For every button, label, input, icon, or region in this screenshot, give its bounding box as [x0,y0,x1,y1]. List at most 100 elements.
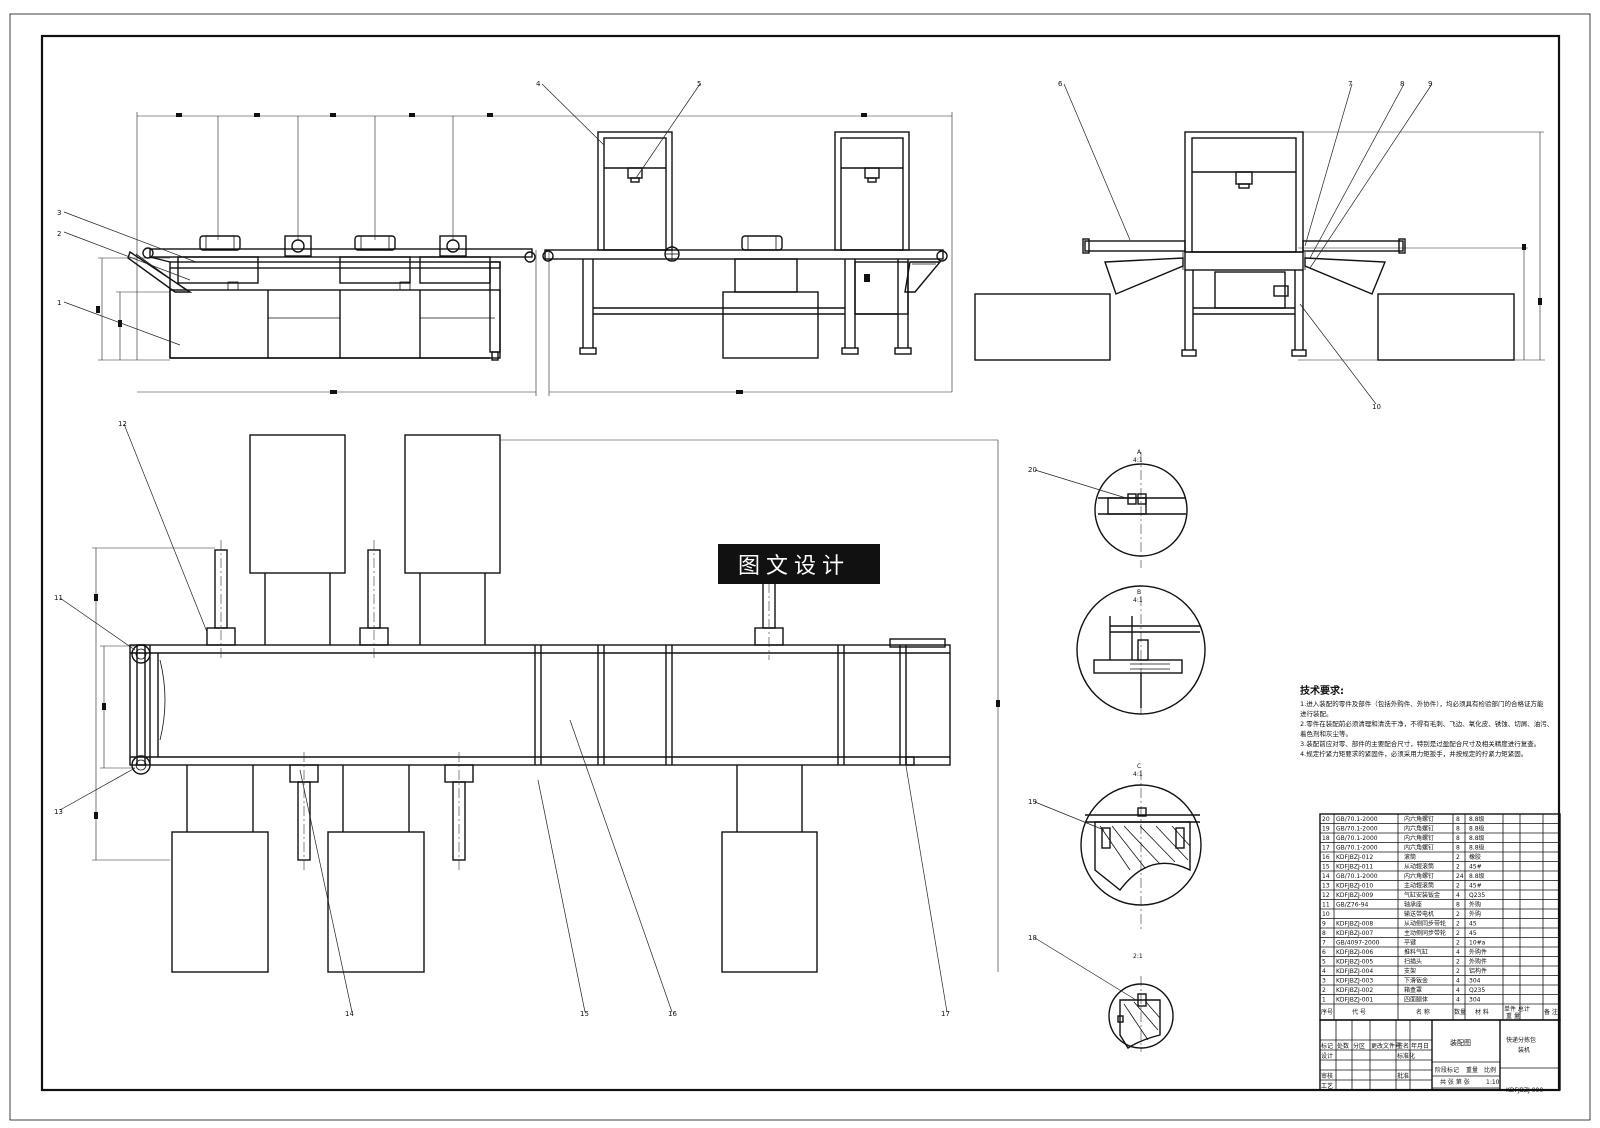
product-name-line-1: 快递分拣包 [1506,1036,1536,1044]
bom-row-code: KDFJBZJ-005 [1336,959,1373,966]
bom-row-name: 输送带电机 [1404,910,1434,918]
balloon-15: 15 [580,1010,589,1018]
balloon-4: 4 [536,80,541,88]
revision-col-label: 标记 [1321,1042,1333,1050]
bom-row-qty: 8 [1456,902,1460,909]
revision-col-label: 签名 [1397,1042,1409,1050]
detail-d-scale: 2:1 [1133,953,1143,960]
label-stage: 阶段标记 [1435,1066,1459,1074]
bom-row-material: 45# [1469,864,1482,871]
bom-row-no: 11 [1322,902,1330,909]
bom-row-name: 滚筒 [1404,853,1416,861]
balloon-11: 11 [54,594,63,602]
bom-row-material: 铝构件 [1469,967,1487,975]
revision-col-label: 更改文件号 [1371,1042,1401,1050]
bom-row-material: 外购件 [1469,948,1487,956]
bom-row-material: 8.8级 [1469,825,1485,833]
bom-row-qty: 4 [1456,949,1460,956]
bom-row-name: 轴承座 [1404,901,1422,909]
balloon-3: 3 [57,209,61,217]
bom-row-qty: 4 [1456,987,1460,994]
revision-col-label: 分区 [1353,1042,1365,1050]
bom-row-no: 5 [1322,959,1326,966]
bom-row-qty: 8 [1456,826,1460,833]
bom-row-no: 10 [1322,911,1330,918]
watermark-text: 图文设计 [738,554,850,579]
top-view [59,423,1000,1013]
detail-a-scale: 4:1 [1133,457,1143,464]
balloon-13: 13 [54,808,63,816]
bom-row-name: 内六角螺钉 [1404,815,1434,823]
balloon-1: 1 [57,299,61,307]
bom-row-name: 平键 [1404,939,1416,947]
bom-row-no: 15 [1322,864,1330,871]
bom-row-material: 8.8级 [1469,844,1485,852]
side-view [974,83,1545,405]
bom-row-code: KDFJBZJ-011 [1336,864,1373,871]
label-weight: 重量 [1466,1066,1478,1074]
bom-row-code: KDFJBZJ-001 [1336,997,1373,1004]
bom-row-code: KDFJBZJ-010 [1336,883,1373,890]
bom-row-no: 16 [1322,854,1330,861]
bom-row-name: 从动侧同步带轮 [1404,920,1446,928]
balloon-16: 16 [668,1010,677,1018]
bom-row-material: 304 [1469,978,1481,985]
balloon-7: 7 [1348,80,1352,88]
bom-header-no: 序号 [1321,1008,1333,1016]
bom-row-material: 304 [1469,997,1481,1004]
balloon-19: 19 [1028,798,1037,806]
balloon-12: 12 [118,420,127,428]
bom-row-code: GB/70.1-2000 [1336,873,1378,880]
bom-row-name: 气缸安装钣金 [1404,891,1440,899]
bom-row-qty: 2 [1456,864,1460,871]
bom-row-no: 2 [1322,987,1326,994]
bom-row-code: KDFJBZJ-007 [1336,930,1373,937]
detail-b-letter: B [1137,589,1141,596]
watermark-box [718,544,880,584]
balloon-17: 17 [941,1010,950,1018]
bom-row-qty: 2 [1456,968,1460,975]
bom-row-material: 45 [1469,930,1477,937]
bom-row-name: 箱盒罩 [1404,986,1422,994]
bom-row-material: 45 [1469,921,1477,928]
balloon-9: 9 [1428,80,1432,88]
bom-row-qty: 8 [1456,816,1460,823]
bom-row-qty: 2 [1456,930,1460,937]
bom-row-no: 6 [1322,949,1326,956]
balloon-10: 10 [1372,403,1381,411]
bom-row-qty: 2 [1456,883,1460,890]
bom-row-name: 内六角螺钉 [1404,872,1434,880]
bom-header-qty: 数量 [1454,1008,1466,1016]
product-name-line-2: 装机 [1518,1046,1530,1054]
detail-b-scale: 4:1 [1133,597,1143,604]
bom-row-material: 外购件 [1469,958,1487,966]
detail-d [1034,937,1174,1052]
label-process: 工艺 [1321,1082,1333,1090]
tech-note-line-6: 4.规定拧紧力矩要求的紧固件，必须采用力矩扳手，并按规定的拧紧力矩紧固。 [1300,749,1527,758]
bom-row-material: Q235 [1469,892,1485,899]
bom-header-weight: 单件 总计 [1504,1005,1530,1013]
bom-row-material: Q235 [1469,987,1485,994]
bom-row-material: 外购 [1469,910,1481,918]
bom-row-name: 内六角螺钉 [1404,825,1434,833]
bom-row-code: GB/70.1-2000 [1336,816,1378,823]
detail-b [1076,585,1206,715]
label-design: 设计 [1321,1052,1333,1060]
bom-row-qty: 8 [1456,845,1460,852]
bom-row-material: 橡胶 [1469,853,1481,861]
label-scale: 比例 [1484,1066,1496,1074]
bom-row-name: 内六角螺钉 [1404,844,1434,852]
bom-row-code: GB/70.1-2000 [1336,826,1378,833]
bom-row-no: 9 [1322,921,1326,928]
bom-row-code: KDFJBZJ-012 [1336,854,1373,861]
balloon-18: 18 [1028,934,1037,942]
label-approve: 批准 [1397,1072,1409,1080]
bom-row-name: 支架 [1404,967,1416,975]
bom-row-no: 20 [1322,816,1330,823]
revision-col-label: 处数 [1337,1042,1349,1050]
balloon-6: 6 [1058,80,1063,88]
bom-row-qty: 2 [1456,921,1460,928]
front-view [63,83,953,396]
technical-notes: 技术要求: 1.进入装配的零件及部件（包括外购件、外协件），均必须具有检验部门的… [1300,684,1553,758]
